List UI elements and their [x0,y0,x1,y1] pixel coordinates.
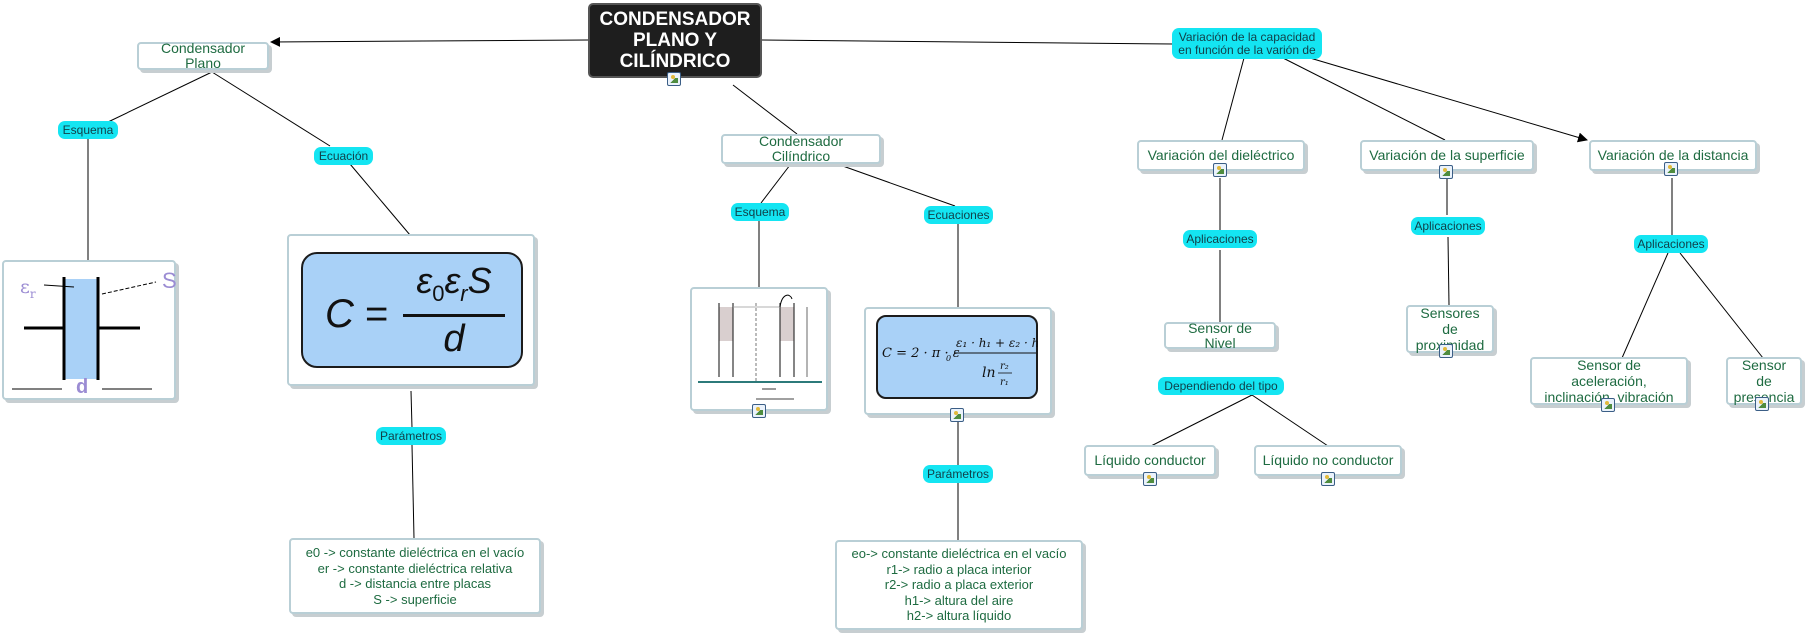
link-root-cilindrico [732,84,798,135]
pill-ecuaciones-cilindrico[interactable]: Ecuaciones [924,206,993,224]
image-attachment-icon[interactable] [1321,472,1335,486]
param-line: er -> constante dieléctrica relativa [317,560,513,576]
plano-formula-panel: C = ε0εrS d [301,252,523,368]
pill-variacion-capacidad[interactable]: Variación de la capacidad en función de … [1172,28,1322,59]
link-root-plano [270,36,589,47]
param-line: d -> distancia entre placas [338,576,492,591]
pill-parametros-plano[interactable]: Parámetros [376,427,446,445]
image-attachment-icon[interactable] [667,72,681,86]
param-line: eo-> constante dieléctrica en el vacío [851,546,1067,562]
node-condensador-cilindrico[interactable]: Condensador Cilíndrico [721,134,881,164]
svg-text:ln: ln [982,365,996,381]
formula-fraction-bar [403,314,505,317]
plano-capacitor-drawing [12,277,157,390]
node-variacion-dielectrico[interactable]: Variación del dieléctrico [1137,140,1305,171]
cilindrico-formula-drawing: C = 2 · π · ε 0 ε₁ · h₁ + ε₂ · h₂ ln r₂ … [882,336,1044,388]
pill-esquema-plano[interactable]: Esquema [58,121,118,139]
param-line: S -> superficie [373,591,457,607]
distance-d-label: d [76,376,89,398]
node-parametros-cilindrico[interactable]: eo-> constante dieléctrica en el vacío r… [835,540,1083,630]
plano-schematic-image: εr S d [2,260,177,400]
pill-aplicaciones-dielectrico[interactable]: Aplicaciones [1183,230,1257,248]
link-root-variacion [761,39,1175,45]
aceleracion-line1: Sensor de aceleración, [1571,357,1647,389]
pill-aplicaciones-superficie[interactable]: Aplicaciones [1411,217,1485,235]
pill-dependiendo-del-tipo[interactable]: Dependiendo del tipo [1158,377,1284,395]
epsilon-r-label: εr [20,276,36,301]
param-line: r1-> radio a placa interior [886,561,1032,577]
node-liquido-conductor[interactable]: Líquido conductor [1084,445,1216,476]
formula-denominator: d [443,318,465,360]
svg-text:C = 2 · π · ε: C = 2 · π · ε [882,346,960,361]
node-sensor-de-nivel[interactable]: Sensor de Nivel [1164,320,1276,350]
svg-text:r₂: r₂ [1000,361,1009,372]
formula-lhs: C = [325,292,389,336]
variacion-title-line2: en función de la varión de [1178,42,1316,57]
image-attachment-icon[interactable] [1439,165,1453,179]
root-title-line3: CILÍNDRICO [619,51,731,72]
param-line: e0 -> constante dieléctrica en el vacío [305,545,525,560]
pill-parametros-cilindrico[interactable]: Parámetros [923,465,993,483]
svg-text:r₁: r₁ [1000,377,1009,388]
pill-esquema-cilindrico[interactable]: Esquema [731,203,789,221]
image-attachment-icon[interactable] [1664,162,1678,176]
node-variacion-superficie[interactable]: Variación de la superficie [1360,140,1534,171]
presencia-line1: Sensor de [1741,357,1787,389]
param-line: r2-> radio a placa exterior [884,577,1034,593]
param-line: h1-> altura del aire [904,592,1014,608]
cilindrico-drawing [698,294,822,400]
surface-s-label: S [162,268,177,293]
variacion-title-line1: Variación de la capacidad [1178,29,1316,44]
image-attachment-icon[interactable] [1143,472,1157,486]
plano-formula-card: C = ε0εrS d [287,234,535,386]
node-sensor-presencia[interactable]: Sensor de presencia [1726,357,1802,405]
node-condensador-plano[interactable]: Condensador Plano [137,41,269,71]
root-node[interactable]: CONDENSADOR PLANO Y CILÍNDRICO [588,3,762,78]
cilindrico-schematic-image [690,287,828,411]
formula-numerator: ε0εrS [416,260,492,307]
pill-ecuacion-plano[interactable]: Ecuación [314,147,373,165]
aceleracion-line2: inclinación, vibración [1544,389,1674,405]
param-line: h2-> altura líquido [906,608,1012,624]
node-liquido-no-conductor[interactable]: Líquido no conductor [1254,445,1402,476]
image-attachment-icon[interactable] [950,408,964,422]
image-attachment-icon[interactable] [1755,397,1769,411]
root-title-line2: PLANO Y [632,30,718,51]
image-attachment-icon[interactable] [1213,163,1227,177]
node-sensor-aceleracion[interactable]: Sensor de aceleración, inclinación, vibr… [1530,357,1688,405]
root-title-line1: CONDENSADOR [599,9,751,30]
sensores-line1: Sensores de [1420,305,1480,337]
svg-text:0: 0 [946,354,951,363]
cilindrico-formula-card: C = 2 · π · ε 0 ε₁ · h₁ + ε₂ · h₂ ln r₂ … [864,307,1052,415]
image-attachment-icon[interactable] [752,404,766,418]
svg-text:ε₁ · h₁ + ε₂ · h₂: ε₁ · h₁ + ε₂ · h₂ [956,336,1038,350]
image-attachment-icon[interactable] [1439,344,1453,358]
image-attachment-icon[interactable] [1601,398,1615,412]
pill-aplicaciones-distancia[interactable]: Aplicaciones [1634,235,1708,253]
node-parametros-plano[interactable]: e0 -> constante dieléctrica en el vacío … [289,538,541,614]
cilindrico-formula-panel: C = 2 · π · ε 0 ε₁ · h₁ + ε₂ · h₂ ln r₂ … [876,315,1044,399]
